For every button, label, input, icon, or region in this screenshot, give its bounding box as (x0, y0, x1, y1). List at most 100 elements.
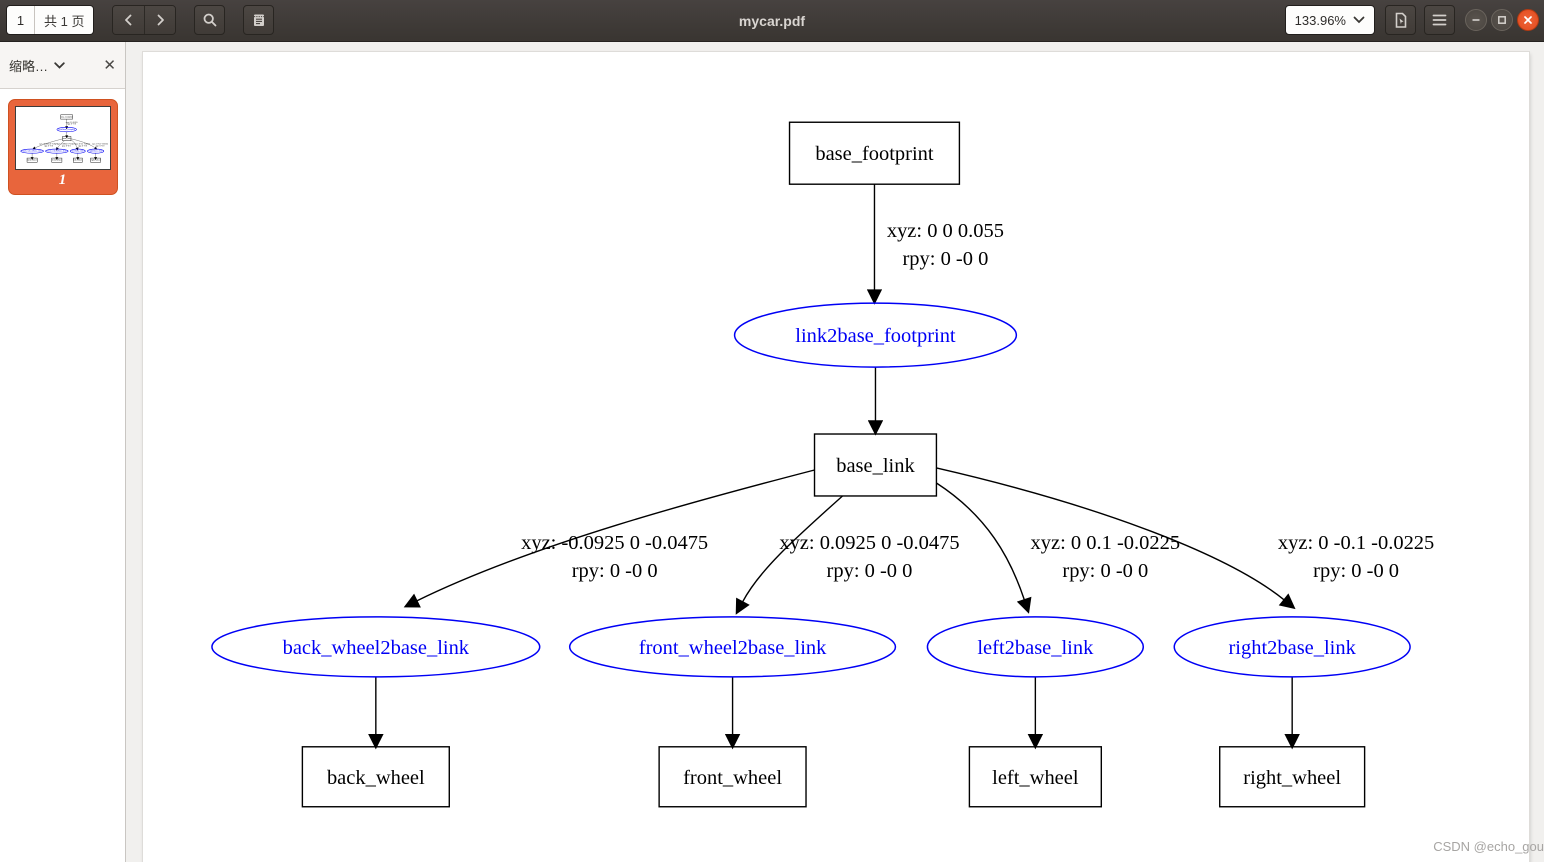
page-total-button[interactable]: 共 1 页 (34, 6, 94, 34)
edge-label-base_link-back_wheel2base_link: xyz: -0.0925 0 -0.0475 (521, 532, 708, 554)
annotations-button[interactable] (243, 5, 275, 35)
edge-base_link-left2base_link (936, 482, 1032, 614)
node-back_wheel (301, 746, 450, 808)
node-base_link (61, 136, 71, 141)
edge-label-base_link-right2base_link: rpy: 0 -0 0 (1313, 560, 1399, 582)
page-number-input[interactable] (7, 6, 34, 34)
edge-label-base_footprint-link2base_footprint: rpy: 0 -0 0 (902, 248, 988, 270)
node-base_footprint (60, 114, 73, 120)
sidebar-close-button[interactable]: ✕ (103, 56, 116, 74)
node-label-left_wheel: left_wheel (73, 159, 82, 162)
zoom-level-select[interactable]: 133.96% (1284, 5, 1375, 35)
edge-label-base_link-right2base_link: rpy: 0 -0 0 (95, 145, 104, 147)
edge-label-base_link-front_wheel2base_link: xyz: 0.0925 0 -0.0475 (779, 532, 959, 554)
node-left2base_link (69, 148, 86, 154)
edge-base_link-right2base_link (936, 467, 1296, 610)
close-button[interactable] (1517, 9, 1539, 31)
edge-label-base_link-left2base_link: rpy: 0 -0 0 (78, 145, 87, 147)
node-label-right2base_link: right2base_link (89, 150, 103, 153)
history-nav-group (112, 5, 177, 35)
chevron-down-icon[interactable] (54, 61, 65, 69)
edge-label-base_link-front_wheel2base_link: rpy: 0 -0 0 (61, 145, 70, 147)
zoom-level-value: 133.96% (1294, 12, 1346, 28)
hamburger-menu-icon (1432, 14, 1447, 26)
node-label-front_wheel2base_link: front_wheel2base_link (639, 637, 827, 659)
annotate-document-button[interactable] (1385, 5, 1416, 35)
edge-base_link-back_wheel2base_link (403, 469, 815, 608)
edge-label-base_link-right2base_link: xyz: 0 -0.1 -0.0225 (92, 143, 108, 145)
edge-base_link-front_wheel2base_link (55, 140, 65, 151)
node-right_wheel (1219, 746, 1366, 808)
node-right2base_link (1173, 616, 1411, 678)
node-label-left_wheel: left_wheel (992, 767, 1079, 789)
node-label-base_footprint: base_footprint (815, 143, 934, 165)
node-right_wheel (89, 157, 101, 163)
window-controls (1465, 9, 1539, 31)
close-icon (1524, 16, 1532, 24)
chevron-right-icon (158, 14, 165, 26)
node-label-link2base_footprint: link2base_footprint (58, 128, 75, 131)
forward-button[interactable] (144, 6, 176, 34)
edge-base_link-back_wheel2base_link (31, 138, 63, 150)
node-label-front_wheel: front_wheel (683, 767, 782, 789)
edge-base_link-left2base_link (70, 139, 78, 151)
node-label-base_link: base_link (836, 455, 915, 477)
node-label-right_wheel: right_wheel (90, 159, 100, 162)
node-left_wheel (72, 157, 83, 163)
node-label-back_wheel2base_link: back_wheel2base_link (283, 637, 470, 659)
node-label-right_wheel: right_wheel (1243, 767, 1341, 789)
edge-label-base_link-left2base_link: xyz: 0 0.1 -0.0225 (1031, 532, 1181, 554)
node-label-link2base_footprint: link2base_footprint (795, 325, 956, 347)
node-base_link (813, 433, 938, 497)
urdf-tree-diagram: xyz: 0 0 0.055 rpy: 0 -0 0 xyz: -0.0925 0 … (211, 121, 1434, 808)
edge-label-base_link-front_wheel2base_link: rpy: 0 -0 0 (827, 560, 913, 582)
chevron-left-icon (125, 14, 132, 26)
edge-base_link-right2base_link (70, 138, 97, 150)
edge-label-base_link-left2base_link: xyz: 0 0.1 -0.0225 (75, 143, 90, 145)
document-view[interactable]: xyz: 0 0 0.055 rpy: 0 -0 0 xyz: -0.0925 0 … (127, 42, 1544, 862)
minimize-button[interactable] (1465, 9, 1487, 31)
chevron-down-icon (1353, 16, 1365, 24)
node-label-back_wheel2base_link: back_wheel2base_link (22, 151, 42, 153)
edge-base_link-front_wheel2base_link (735, 495, 843, 615)
sidebar-mode-label[interactable]: 缩略… (9, 58, 49, 74)
node-label-front_wheel: front_wheel (51, 159, 61, 162)
node-front_wheel2base_link (44, 148, 68, 154)
node-front_wheel2base_link (568, 616, 897, 678)
menu-button[interactable] (1424, 5, 1455, 35)
node-link2base_footprint (733, 302, 1018, 368)
sidebar-header: 缩略… ✕ (0, 42, 125, 89)
edge-label-base_footprint-link2base_footprint: xyz: 0 0 0.055 (887, 220, 1004, 242)
node-left_wheel (968, 746, 1103, 808)
node-label-right2base_link: right2base_link (1228, 637, 1356, 659)
node-front_wheel (51, 157, 62, 163)
node-label-left2base_link: left2base_link (977, 637, 1094, 659)
back-button[interactable] (113, 6, 145, 34)
page-selector: 共 1 页 (6, 5, 95, 35)
pdf-page: xyz: 0 0 0.055 rpy: 0 -0 0 xyz: -0.0925 0 … (143, 52, 1529, 862)
maximize-icon (1498, 16, 1506, 24)
search-button[interactable] (194, 5, 226, 35)
node-front_wheel (658, 746, 807, 808)
document-edit-icon (1395, 12, 1406, 28)
node-back_wheel2base_link (19, 148, 44, 154)
node-back_wheel (26, 157, 37, 163)
maximize-button[interactable] (1491, 9, 1513, 31)
edge-label-base_link-right2base_link: xyz: 0 -0.1 -0.0225 (1278, 532, 1434, 554)
node-right2base_link (86, 148, 104, 154)
edge-label-base_footprint-link2base_footprint: xyz: 0 0 0.055 (65, 122, 77, 124)
node-base_footprint (788, 121, 961, 185)
edge-label-base_link-front_wheel2base_link: xyz: 0.0925 0 -0.0475 (57, 143, 75, 145)
edge-label-base_footprint-link2base_footprint: rpy: 0 -0 0 (67, 124, 76, 126)
node-label-back_wheel: back_wheel (327, 767, 425, 789)
titlebar: 共 1 页 mycar.pdf (0, 0, 1544, 42)
edge-label-base_link-back_wheel2base_link: xyz: -0.0925 0 -0.0475 (39, 143, 58, 145)
note-icon (253, 14, 264, 26)
minimize-icon (1472, 19, 1480, 21)
node-left2base_link (926, 616, 1145, 678)
